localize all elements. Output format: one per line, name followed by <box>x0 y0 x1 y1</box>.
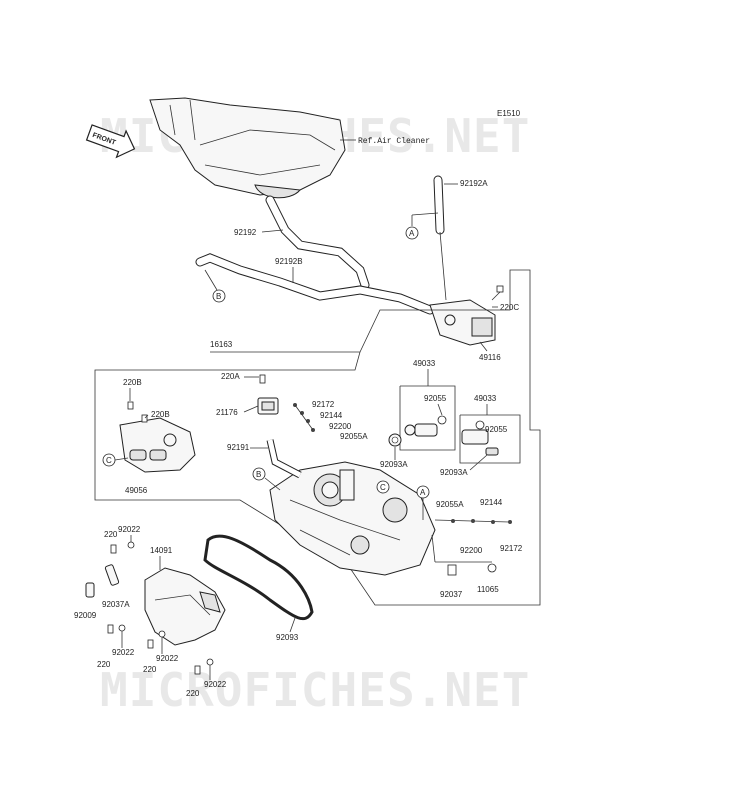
hose-92192b <box>195 253 435 315</box>
label-220b-top: 220B <box>123 378 142 387</box>
label-92022-b: 92022 <box>112 648 135 657</box>
front-arrow-icon: FRONT <box>85 124 136 159</box>
pin-92037a <box>104 564 120 586</box>
label-49056: 49056 <box>125 486 148 495</box>
label-220b-mid: 220B <box>151 410 170 419</box>
label-92200-top: 92200 <box>329 422 352 431</box>
ref-air-cleaner: Ref.Air Cleaner <box>358 137 430 146</box>
injector-49033-b <box>459 414 521 464</box>
svg-text:B: B <box>216 292 221 301</box>
label-92191: 92191 <box>227 443 250 452</box>
label-92192: 92192 <box>234 228 257 237</box>
label-92144-bot: 92144 <box>480 498 503 507</box>
label-92172-top: 92172 <box>312 400 335 409</box>
svg-text:A: A <box>420 488 426 497</box>
callout-c-bracket: C <box>102 453 129 467</box>
svg-text:A: A <box>409 229 415 238</box>
label-220-b: 220 <box>97 660 111 669</box>
label-92022-a: 92022 <box>118 525 141 534</box>
label-92192b: 92192B <box>275 257 303 266</box>
svg-text:C: C <box>106 456 112 465</box>
screw-92009 <box>85 582 95 598</box>
label-49033-a: 49033 <box>413 359 436 368</box>
label-220-a: 220 <box>104 530 118 539</box>
callout-a-top: A <box>405 212 439 240</box>
label-92093: 92093 <box>276 633 299 642</box>
label-92192a: 92192A <box>460 179 488 188</box>
label-49033-b: 49033 <box>474 394 497 403</box>
label-92055-a: 92055 <box>424 394 447 403</box>
bracket-49056 <box>119 401 196 473</box>
injector-49033-a <box>399 385 456 451</box>
screw-220a <box>259 374 266 384</box>
label-92037: 92037 <box>440 590 463 599</box>
callout-b-lower: B <box>252 467 281 491</box>
belt-92093 <box>203 534 314 621</box>
label-11065: 11065 <box>477 585 499 594</box>
label-92055a-bot: 92055A <box>436 500 464 509</box>
label-14091: 14091 <box>150 546 173 555</box>
label-16163: 16163 <box>210 340 233 349</box>
sensor-21176 <box>257 397 279 415</box>
valve-49116 <box>429 285 504 346</box>
diagram-id: E1510 <box>497 109 521 118</box>
label-92022-c: 92022 <box>156 654 179 663</box>
label-92144-top: 92144 <box>320 411 343 420</box>
label-21176: 21176 <box>216 408 238 417</box>
watermark-bottom: MICROFICHES.NET <box>100 663 530 717</box>
fastener-chain-top <box>293 403 315 432</box>
label-92055-b: 92055 <box>485 425 508 434</box>
fastener-chain-bottom <box>431 519 512 576</box>
label-92200-bot: 92200 <box>460 546 483 555</box>
callout-b-hose: B <box>204 269 226 303</box>
callout-c-body: C <box>376 480 390 494</box>
label-220-c: 220 <box>143 665 157 674</box>
label-220a: 220A <box>221 372 240 381</box>
svg-text:C: C <box>380 483 386 492</box>
cover-14091 <box>144 567 226 646</box>
label-92055a-top: 92055A <box>340 432 368 441</box>
svg-text:B: B <box>256 470 261 479</box>
air-cleaner-housing <box>149 97 346 199</box>
label-92037a: 92037A <box>102 600 130 609</box>
label-92172-bot: 92172 <box>500 544 523 553</box>
callout-a-lower: A <box>416 485 430 520</box>
label-92009: 92009 <box>74 611 97 620</box>
label-92093a-a: 92093A <box>380 460 408 469</box>
hose-92192a <box>433 175 447 301</box>
throttle-body <box>269 461 436 576</box>
label-92093a-b: 92093A <box>440 468 468 477</box>
label-92022-d: 92022 <box>204 680 227 689</box>
assembly-boundary-16163 <box>94 269 541 606</box>
label-220-d: 220 <box>186 689 200 698</box>
breather-hose-92192 <box>265 195 370 290</box>
label-49116: 49116 <box>479 353 501 362</box>
